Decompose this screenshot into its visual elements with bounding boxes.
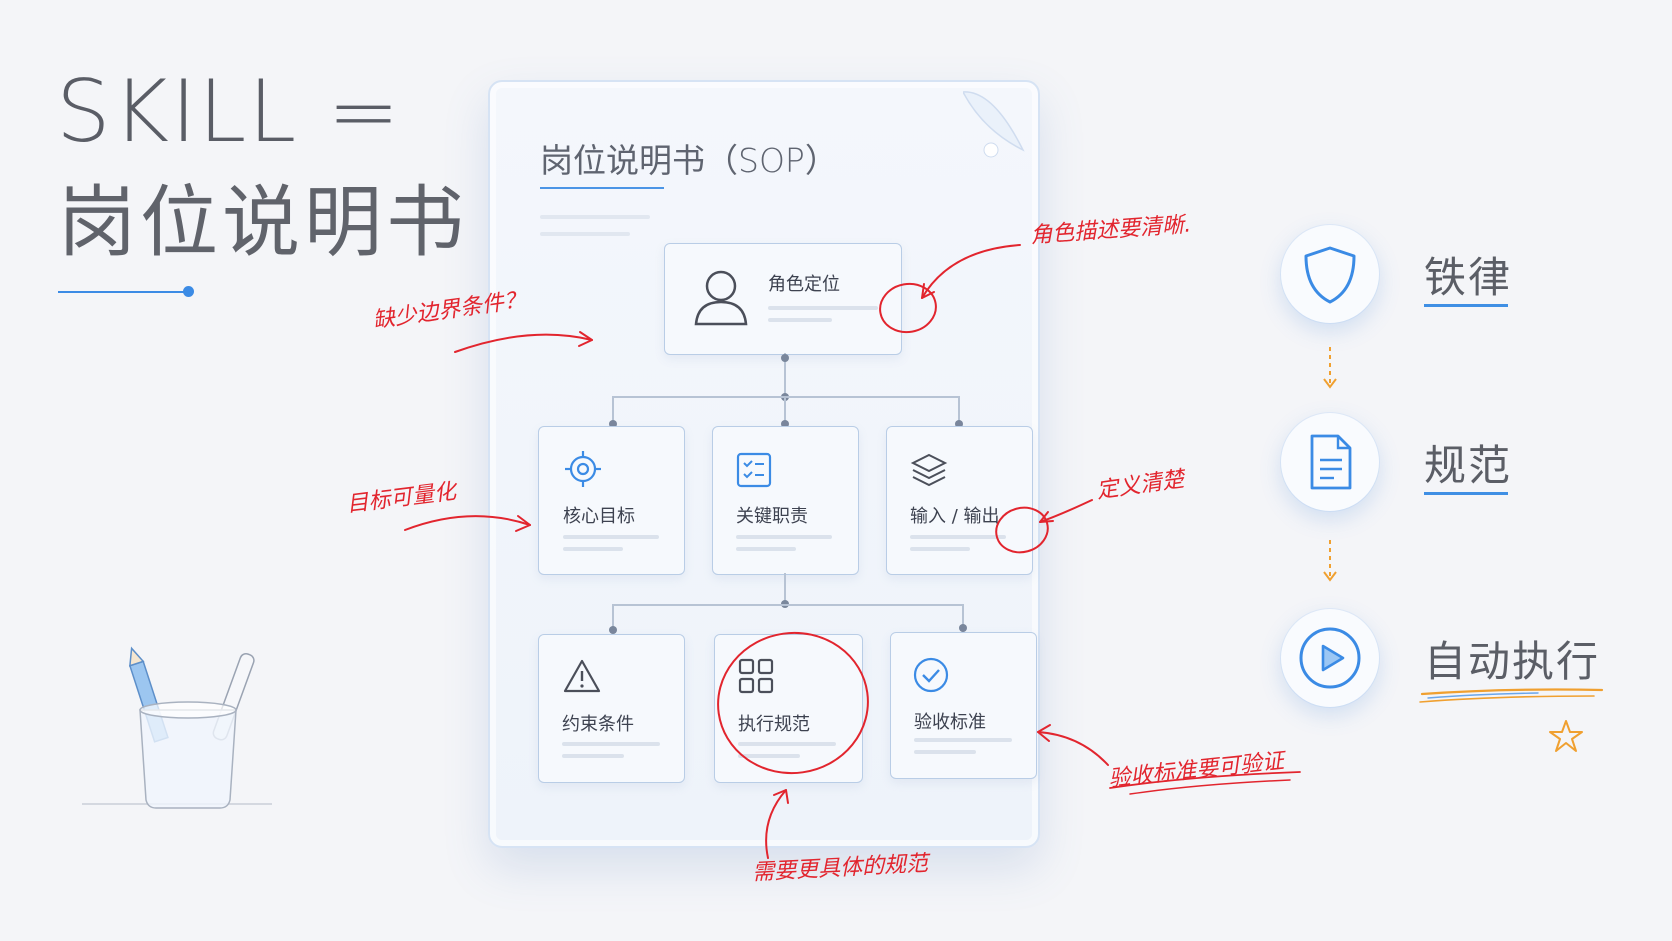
title-underline-dot bbox=[183, 286, 194, 297]
core-goal-label: 核心目标 bbox=[563, 506, 635, 527]
box-placeholder-line bbox=[914, 738, 1012, 742]
grid-icon bbox=[738, 658, 774, 694]
document-heading: 岗位说明书（SOP） bbox=[540, 141, 838, 180]
title-job-description: 岗位说明书 bbox=[58, 178, 469, 268]
box-placeholder-line bbox=[736, 535, 832, 539]
user-icon bbox=[694, 270, 748, 326]
role-positioning-label: 角色定位 bbox=[768, 274, 840, 295]
iron-rule-label: 铁律 bbox=[1424, 253, 1513, 302]
box-placeholder-line bbox=[768, 306, 878, 310]
arrow-down-icon bbox=[1323, 347, 1337, 389]
checklist-icon bbox=[736, 452, 772, 488]
standard-label: 规范 bbox=[1424, 441, 1513, 490]
auto-exec-underline bbox=[1419, 688, 1604, 703]
box-placeholder-line bbox=[914, 750, 976, 754]
connector-dot bbox=[781, 354, 789, 362]
connector-dot bbox=[959, 624, 967, 632]
input-output-label: 输入 / 输出 bbox=[910, 506, 1000, 527]
warning-icon bbox=[563, 659, 601, 693]
box-placeholder-line bbox=[562, 754, 624, 758]
box-placeholder-line bbox=[563, 535, 659, 539]
constraints-box[interactable] bbox=[538, 634, 685, 783]
standard-underline bbox=[1424, 492, 1508, 495]
constraints-label: 约束条件 bbox=[562, 714, 634, 735]
box-placeholder-line bbox=[563, 547, 623, 551]
acceptance-criteria-label: 验收标准 bbox=[914, 712, 986, 733]
connector bbox=[612, 604, 964, 606]
box-placeholder-line bbox=[562, 742, 660, 746]
star-icon bbox=[1549, 720, 1583, 752]
connector bbox=[612, 604, 614, 632]
connector bbox=[612, 396, 960, 398]
box-placeholder-line bbox=[768, 318, 832, 322]
standard-circle bbox=[1281, 413, 1379, 511]
play-icon bbox=[1299, 627, 1361, 689]
arrow-down-icon bbox=[1323, 540, 1337, 582]
connector bbox=[612, 396, 614, 426]
connector bbox=[784, 573, 786, 605]
connector-dot bbox=[609, 626, 617, 634]
role-positioning-box[interactable] bbox=[664, 243, 902, 355]
document-heading-underline bbox=[540, 187, 664, 189]
connector bbox=[784, 353, 786, 395]
iron-rule-circle bbox=[1281, 225, 1379, 323]
auto-exec-label: 自动执行 bbox=[1424, 637, 1601, 686]
page-fold-icon bbox=[963, 91, 1025, 158]
ghost-text-line bbox=[540, 215, 650, 219]
box-placeholder-line bbox=[736, 547, 796, 551]
connector bbox=[784, 396, 786, 426]
connector bbox=[962, 604, 964, 632]
acceptance-criteria-box[interactable] bbox=[890, 632, 1037, 779]
layers-icon bbox=[910, 453, 948, 487]
box-placeholder-line bbox=[738, 754, 800, 758]
document-icon bbox=[1310, 434, 1352, 490]
ghost-text-line bbox=[540, 232, 630, 236]
connector-dot bbox=[609, 420, 617, 428]
connector bbox=[958, 396, 960, 426]
iron-rule-underline bbox=[1424, 304, 1508, 307]
check-circle-icon bbox=[913, 657, 949, 693]
box-placeholder-line bbox=[910, 547, 970, 551]
pencil-cup-icon bbox=[82, 646, 272, 809]
connector-dot bbox=[955, 420, 963, 428]
box-placeholder-line bbox=[910, 535, 1006, 539]
target-icon bbox=[565, 451, 601, 487]
execution-standard-label: 执行规范 bbox=[738, 714, 810, 735]
key-responsibilities-label: 关键职责 bbox=[736, 506, 808, 527]
box-placeholder-line bbox=[738, 742, 836, 746]
title-skill: SKILL = bbox=[56, 62, 402, 162]
title-underline bbox=[58, 291, 186, 293]
connector-dot bbox=[781, 420, 789, 428]
shield-icon bbox=[1304, 246, 1356, 304]
